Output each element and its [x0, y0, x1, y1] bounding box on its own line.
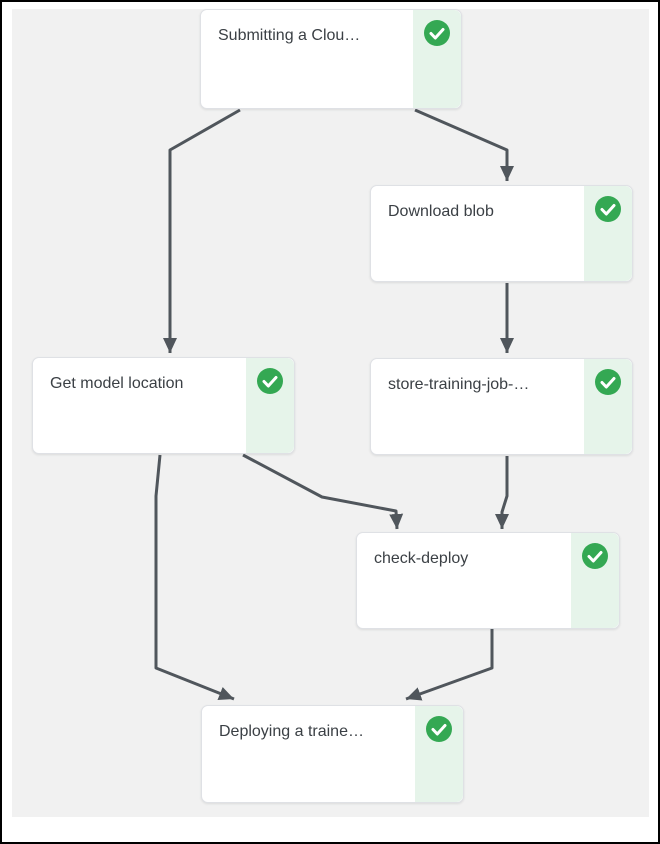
- status-strip: [415, 706, 463, 802]
- status-strip: [246, 358, 294, 453]
- node-label: store-training-job-…: [388, 376, 530, 393]
- success-check-icon: [424, 20, 450, 46]
- node-label: Submitting a Clou…: [218, 27, 361, 44]
- success-check-icon: [426, 716, 452, 742]
- success-check-icon: [257, 368, 283, 394]
- success-check-icon: [595, 196, 621, 222]
- node-label: Deploying a traine…: [219, 723, 364, 740]
- pipeline-node-store-training-job[interactable]: store-training-job-…: [370, 358, 633, 455]
- pipeline-node-deploying-a-trained[interactable]: Deploying a traine…: [201, 705, 464, 803]
- status-strip: [413, 10, 461, 108]
- pipeline-node-submitting-a-cloud[interactable]: Submitting a Clou…: [200, 9, 462, 109]
- success-check-icon: [582, 543, 608, 569]
- pipeline-node-check-deploy[interactable]: check-deploy: [356, 532, 620, 629]
- status-strip: [584, 359, 632, 454]
- node-label: Get model location: [50, 375, 184, 392]
- node-label: check-deploy: [374, 550, 469, 567]
- status-strip: [584, 186, 632, 281]
- success-check-icon: [595, 369, 621, 395]
- node-label: Download blob: [388, 203, 494, 220]
- pipeline-node-get-model-location[interactable]: Get model location: [32, 357, 295, 454]
- pipeline-node-download-blob[interactable]: Download blob: [370, 185, 633, 282]
- status-strip: [571, 533, 619, 628]
